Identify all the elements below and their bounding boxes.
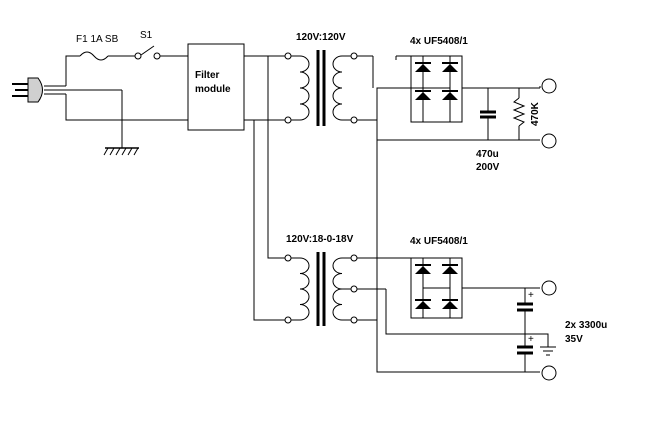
- filter-label-line2: module: [195, 84, 231, 95]
- fuse-label: F1 1A SB: [76, 34, 119, 45]
- cap2-voltage-label: 35V: [565, 334, 583, 345]
- hv-output: 470u 200V 470K: [377, 78, 557, 173]
- tr2-label: 120V:18-0-18V: [286, 234, 354, 245]
- switch-contact-left: [134, 52, 142, 60]
- diode-1c: [415, 92, 431, 100]
- hv-minus-terminal: [541, 133, 557, 149]
- neutral-line: [65, 90, 188, 148]
- lv-minus-terminal: [541, 365, 557, 381]
- filter-label-line1: Filter: [195, 70, 220, 81]
- fuse-symbol: [79, 51, 109, 61]
- lv-plus-terminal: [541, 280, 557, 296]
- resistor-label: 470K: [530, 101, 541, 126]
- primary-wiring: [244, 55, 285, 321]
- switch-lever: [140, 45, 155, 56]
- cap1-voltage-label: 200V: [476, 162, 500, 173]
- bridge2-label: 4x UF5408/1: [410, 236, 468, 247]
- cap2b-plus: +: [528, 334, 534, 345]
- tr1-primary-coil: [299, 55, 310, 121]
- tr1-label: 120V:120V: [296, 32, 346, 43]
- live-line: [65, 45, 188, 86]
- cap1-value-label: 470u: [476, 149, 499, 160]
- bridge-rectifier-1: 4x UF5408/1: [357, 36, 468, 140]
- cap2a-plus: +: [528, 290, 534, 301]
- transformer-2: 120V:18-0-18V: [284, 234, 358, 326]
- bridge-rectifier-2: 4x UF5408/1: [357, 140, 468, 335]
- switch-contact-right: [153, 52, 161, 60]
- bridge1-label: 4x UF5408/1: [410, 36, 468, 47]
- resistor-470k: [512, 97, 526, 127]
- transformer-1: 120V:120V: [284, 32, 358, 126]
- tr1-secondary-coil: [332, 55, 343, 121]
- ground-symbol: [103, 147, 139, 156]
- cap2-value-label: 2x 3300u: [565, 320, 607, 331]
- hv-plus-terminal: [541, 78, 557, 94]
- mains-plug: [12, 77, 122, 103]
- switch-label: S1: [140, 30, 153, 41]
- filter-module: Filter module: [187, 43, 245, 131]
- lv-output: + + 2x 3300u 35V: [376, 280, 607, 381]
